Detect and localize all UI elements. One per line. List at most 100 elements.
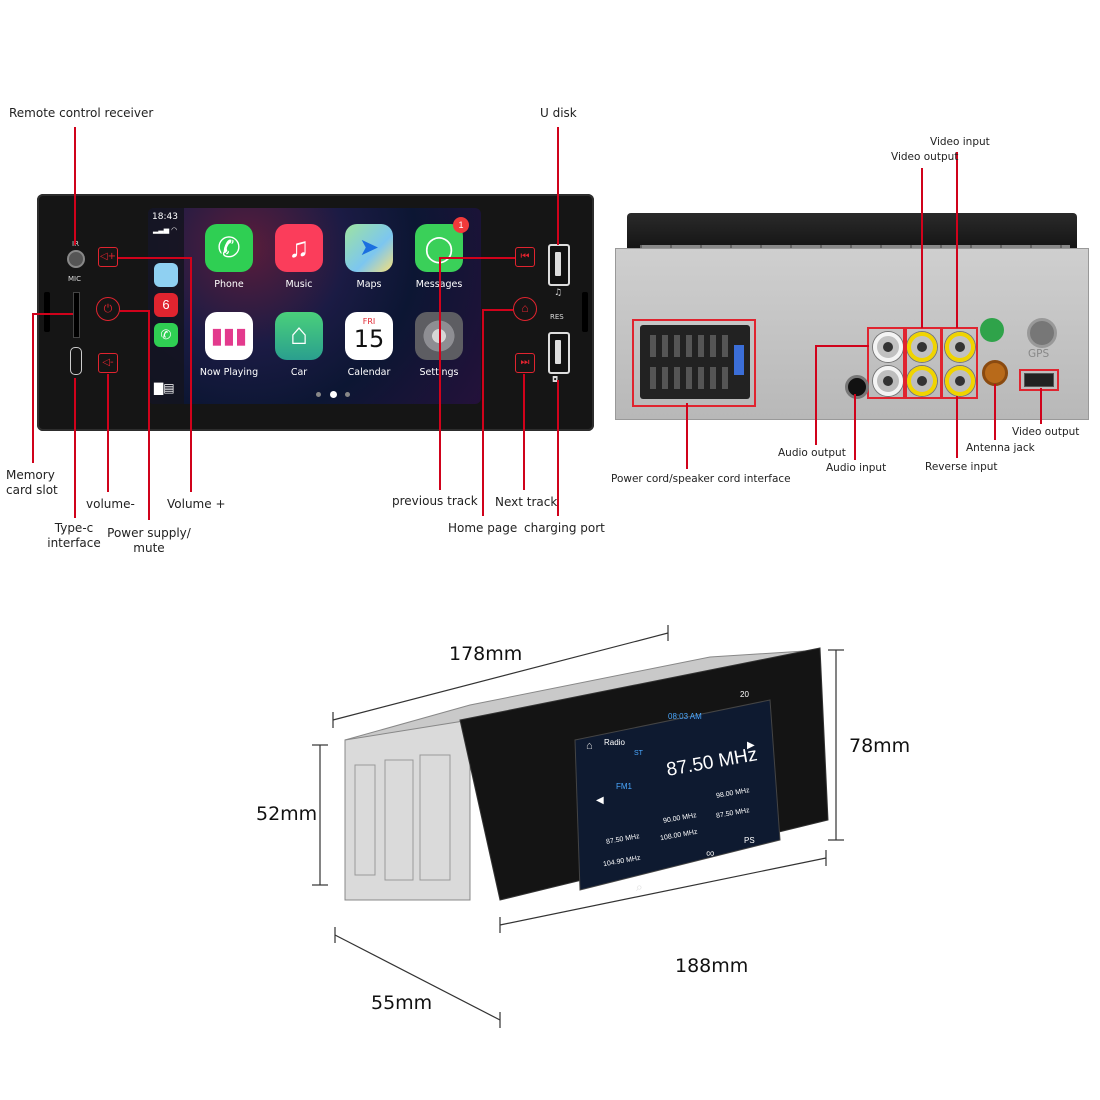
radio-time: 08:03 AM	[668, 712, 702, 721]
memory-card-slot[interactable]	[73, 292, 80, 338]
gps-label: GPS	[1028, 348, 1050, 360]
home-button[interactable]: ⌂	[513, 297, 537, 321]
dock-netease-icon[interactable]: 6	[154, 293, 178, 317]
line-volume-plus-h	[118, 257, 190, 259]
label-memory-card-slot: Memory card slot	[6, 468, 58, 497]
left-bracket	[44, 292, 50, 332]
label-previous-track: previous track	[392, 494, 478, 508]
radio-st: ST	[634, 750, 643, 757]
label-audio-output: Audio output	[778, 447, 846, 459]
line-power-h	[120, 310, 148, 312]
dimension-height-left: 52mm	[256, 803, 318, 825]
volume-plus-button[interactable]: ◁+	[98, 247, 118, 267]
label-power-supply-mute: Power supply/ mute	[107, 526, 191, 555]
line-video-output-top	[921, 168, 923, 328]
reverse-input-jack	[945, 366, 975, 396]
radio-prev-icon[interactable]: ◀	[596, 795, 604, 806]
car-app-label: Car	[290, 367, 308, 378]
line-udisk	[557, 127, 559, 245]
antenna-jack	[982, 360, 1008, 386]
dimension-diagram	[312, 625, 844, 1028]
label-audio-input: Audio input	[826, 462, 887, 474]
previous-track-button[interactable]: ⏮	[515, 247, 535, 267]
radio-ps-button[interactable]: PS	[744, 836, 755, 845]
label-next-track: Next track	[495, 495, 558, 509]
maps-app-label: Maps	[356, 279, 382, 290]
label-power-cord-interface: Power cord/speaker cord interface	[611, 473, 791, 485]
line-charging	[557, 380, 559, 516]
video-output-usb	[1024, 373, 1054, 387]
video-output-jack-2	[907, 366, 937, 396]
now-playing-app-label: Now Playing	[199, 367, 259, 378]
line-memory-h	[32, 313, 73, 315]
radio-title: Radio	[604, 738, 625, 747]
radio-volume: 20	[740, 690, 749, 699]
res-label: RES	[550, 313, 564, 321]
gps-port	[1027, 318, 1057, 348]
audio-input-jack	[845, 375, 869, 399]
car-app-icon[interactable]: ⌂	[275, 312, 323, 360]
video-input-highlight	[940, 327, 978, 399]
dashboard-icon[interactable]: ▇▤	[154, 381, 175, 395]
line-prev-v	[439, 257, 441, 490]
label-antenna-jack: Antenna jack	[966, 442, 1035, 454]
video-output-usb-highlight	[1019, 369, 1059, 391]
music-app-label: Music	[285, 279, 313, 290]
audio-jack-highlight	[867, 327, 907, 399]
dimension-height-right: 78mm	[849, 735, 911, 757]
carplay-screen: 18:43 ▂▃▅ ◠ 6 ✆ ▇▤ ✆ Phone ♫ Music ➤ Map…	[148, 208, 481, 404]
usb-port-bottom[interactable]	[548, 332, 570, 374]
usb-port-top[interactable]	[548, 244, 570, 286]
line-prev-h	[439, 257, 515, 259]
label-volume-plus: Volume +	[167, 497, 226, 511]
label-u-disk: U disk	[540, 106, 577, 120]
status-time: 18:43	[152, 212, 178, 222]
line-reverse-input	[956, 396, 958, 458]
now-playing-app-icon[interactable]: ▮▮▮	[205, 312, 253, 360]
label-video-output-right: Video output	[1012, 426, 1080, 438]
dock-phone-icon[interactable]: ✆	[154, 323, 178, 347]
calendar-app-icon[interactable]: FRI 15	[345, 312, 393, 360]
line-home-v	[482, 309, 484, 516]
carplay-dock: 18:43 ▂▃▅ ◠ 6 ✆ ▇▤	[148, 208, 184, 404]
line-home-h	[482, 309, 513, 311]
label-video-input-top: Video input	[930, 136, 990, 148]
iso-connector	[640, 325, 750, 399]
gps-indicator	[980, 318, 1004, 342]
camera-icon: ◘	[552, 375, 559, 384]
dimension-depth: 55mm	[371, 992, 433, 1014]
calendar-day: FRI	[362, 317, 376, 326]
line-volume-plus-v	[190, 257, 192, 492]
page-dot	[316, 392, 321, 397]
radio-band: FM1	[616, 782, 632, 791]
music-icon: ♫	[554, 288, 563, 298]
line-audio-input	[854, 394, 856, 460]
line-volume-minus	[107, 374, 109, 492]
line-remote	[74, 127, 76, 245]
phone-app-label: Phone	[214, 279, 244, 290]
radio-loop-icon[interactable]: ∞	[706, 846, 715, 860]
dock-maps-icon[interactable]	[154, 263, 178, 287]
radio-search-icon[interactable]: ⌕	[636, 880, 643, 894]
audio-output-jack-white-2	[873, 366, 903, 396]
audio-output-jack-white	[873, 332, 903, 362]
mic-label: MIC	[68, 275, 81, 283]
power-mute-button[interactable]: ⏻	[96, 297, 120, 321]
type-c-port[interactable]	[70, 347, 82, 375]
music-app-icon[interactable]: ♫	[275, 224, 323, 272]
label-type-c-interface: Type-c interface	[47, 521, 101, 550]
volume-minus-button[interactable]: ◁-	[98, 353, 118, 373]
radio-home-icon[interactable]: ⌂	[586, 740, 593, 752]
video-jack-highlight	[903, 327, 943, 399]
label-remote-control-receiver: Remote control receiver	[9, 106, 154, 120]
next-track-button[interactable]: ⏭	[515, 353, 535, 373]
line-power-cord	[686, 403, 688, 469]
label-volume-minus: volume-	[86, 497, 135, 511]
phone-app-icon[interactable]: ✆	[205, 224, 253, 272]
maps-app-icon[interactable]: ➤	[345, 224, 393, 272]
radio-next-icon[interactable]: ▶	[747, 740, 755, 751]
signal-icon: ▂▃▅ ◠	[153, 227, 178, 234]
dimension-width-bottom: 188mm	[675, 955, 749, 977]
line-next	[523, 374, 525, 490]
label-video-output-top: Video output	[891, 151, 959, 163]
